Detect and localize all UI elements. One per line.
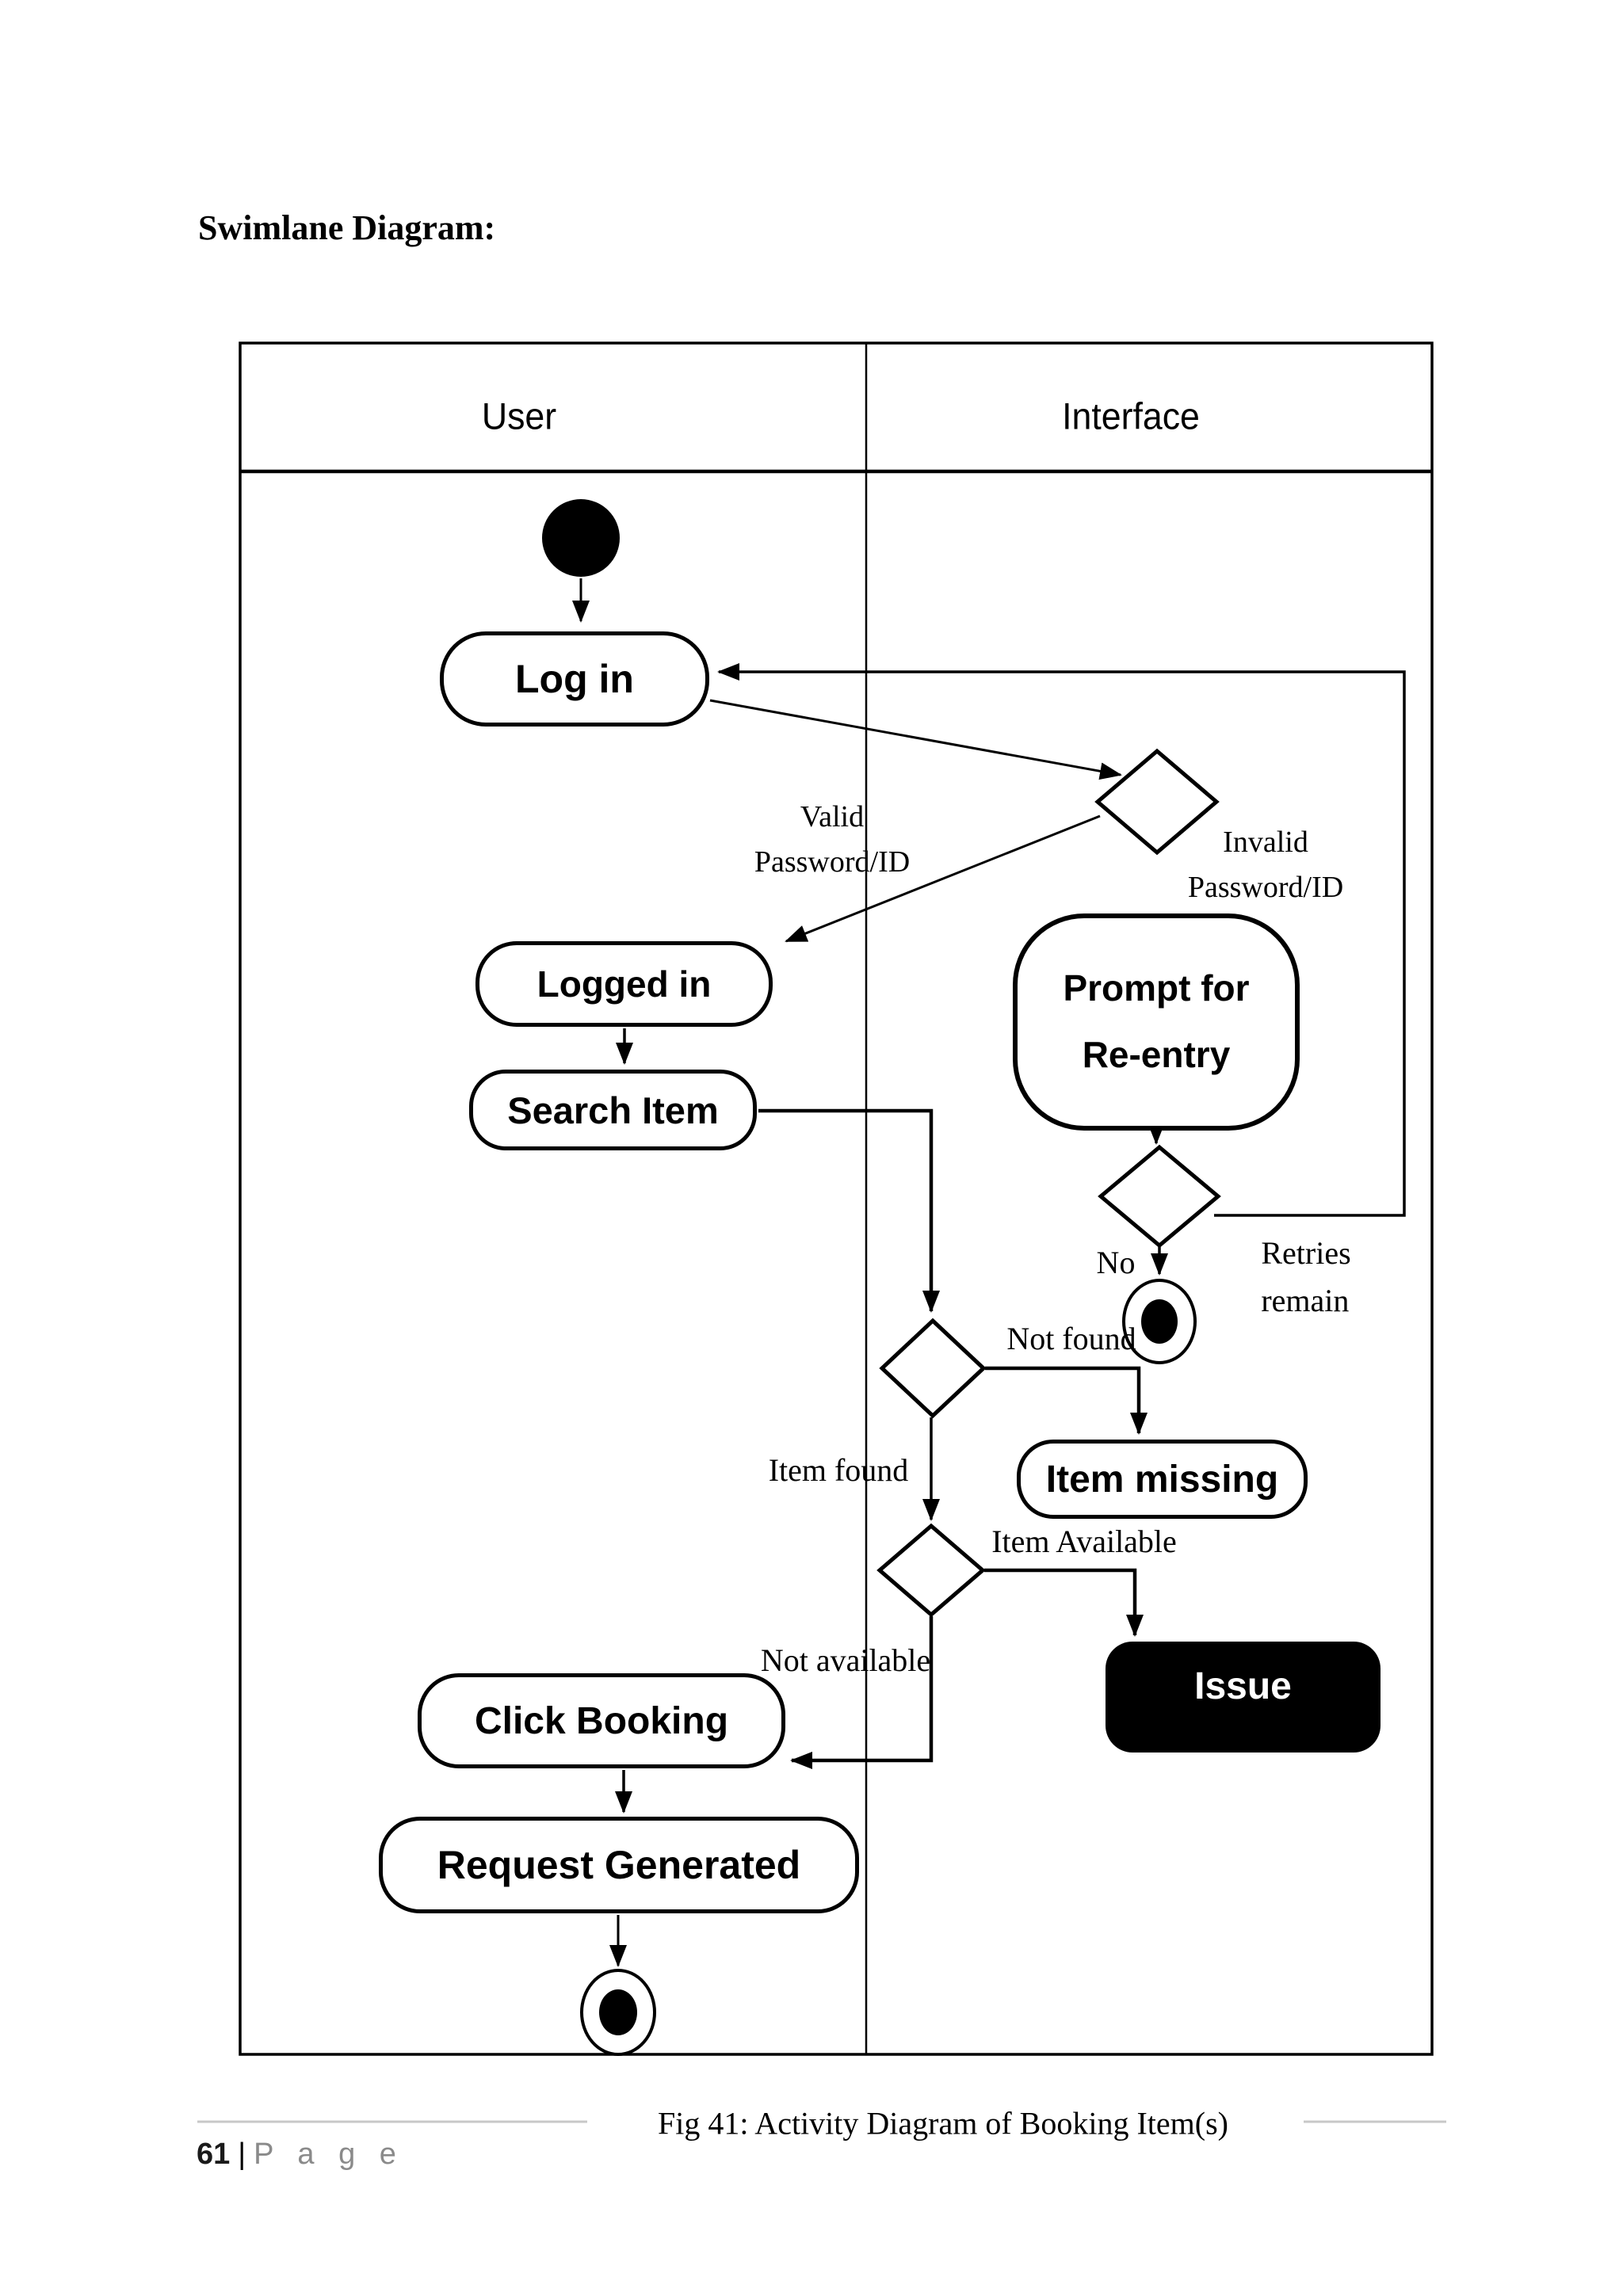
decision-diamond-retries xyxy=(1098,1144,1221,1249)
footer-page-label: P a g e xyxy=(254,2138,404,2171)
edge-decision4-to-clickbooking xyxy=(790,1616,934,1769)
figure-caption: Fig 41: Activity Diagram of Booking Item… xyxy=(658,2105,1228,2142)
activity-request-generated: Request Generated xyxy=(379,1817,859,1913)
diagram-frame xyxy=(239,341,1434,2056)
edge-login-to-decision1 xyxy=(709,699,1122,780)
edge-label-not-available: Not available xyxy=(760,1642,931,1678)
edge-label-not-found: Not found xyxy=(1006,1321,1136,1356)
edge-retries-loop-to-login xyxy=(717,663,1406,1217)
edge-label-valid-password: Valid Password/ID xyxy=(754,800,911,879)
activity-click-booking: Click Booking xyxy=(418,1673,785,1768)
edge-label-item-available: Item Available xyxy=(991,1524,1177,1559)
decision-diamond-password-check xyxy=(1094,748,1220,856)
lane-label-interface: Interface xyxy=(1062,395,1200,437)
footer-page-number: 61 xyxy=(197,2138,231,2171)
activity-prompt-reentry: Prompt for Re-entry xyxy=(1013,913,1300,1131)
edge-decision4-to-issue xyxy=(984,1568,1144,1637)
activity-logged-in: Logged in xyxy=(475,941,773,1027)
start-node xyxy=(542,499,620,577)
edge-searchitem-to-decision3 xyxy=(758,1108,940,1313)
lane-label-user: User xyxy=(481,395,557,437)
edge-decision1-to-loggedin xyxy=(785,814,1101,943)
edge-decision3-to-itemmissing xyxy=(985,1366,1148,1435)
activity-login: Log in xyxy=(440,631,709,727)
edge-label-invalid-password: Invalid Password/ID xyxy=(1187,826,1344,904)
final-node-retries-exhausted xyxy=(1122,1279,1197,1364)
footer-separator: | xyxy=(238,2138,246,2171)
decision-diamond-item-search xyxy=(879,1318,987,1419)
page-footer: 61|P a g e xyxy=(197,2138,404,2172)
activity-issue: Issue xyxy=(1106,1642,1381,1753)
edge-label-item-found: Item found xyxy=(768,1452,909,1488)
page-title: Swimlane Diagram: xyxy=(198,208,496,247)
activity-search-item: Search Item xyxy=(469,1070,757,1150)
decision-diamond-availability xyxy=(876,1523,986,1618)
activity-item-missing: Item missing xyxy=(1017,1440,1308,1519)
edge-label-no: No xyxy=(1096,1245,1136,1280)
edge-label-retries-remain: Retries remain xyxy=(1261,1235,1351,1318)
final-node-request-complete xyxy=(580,1969,656,2056)
